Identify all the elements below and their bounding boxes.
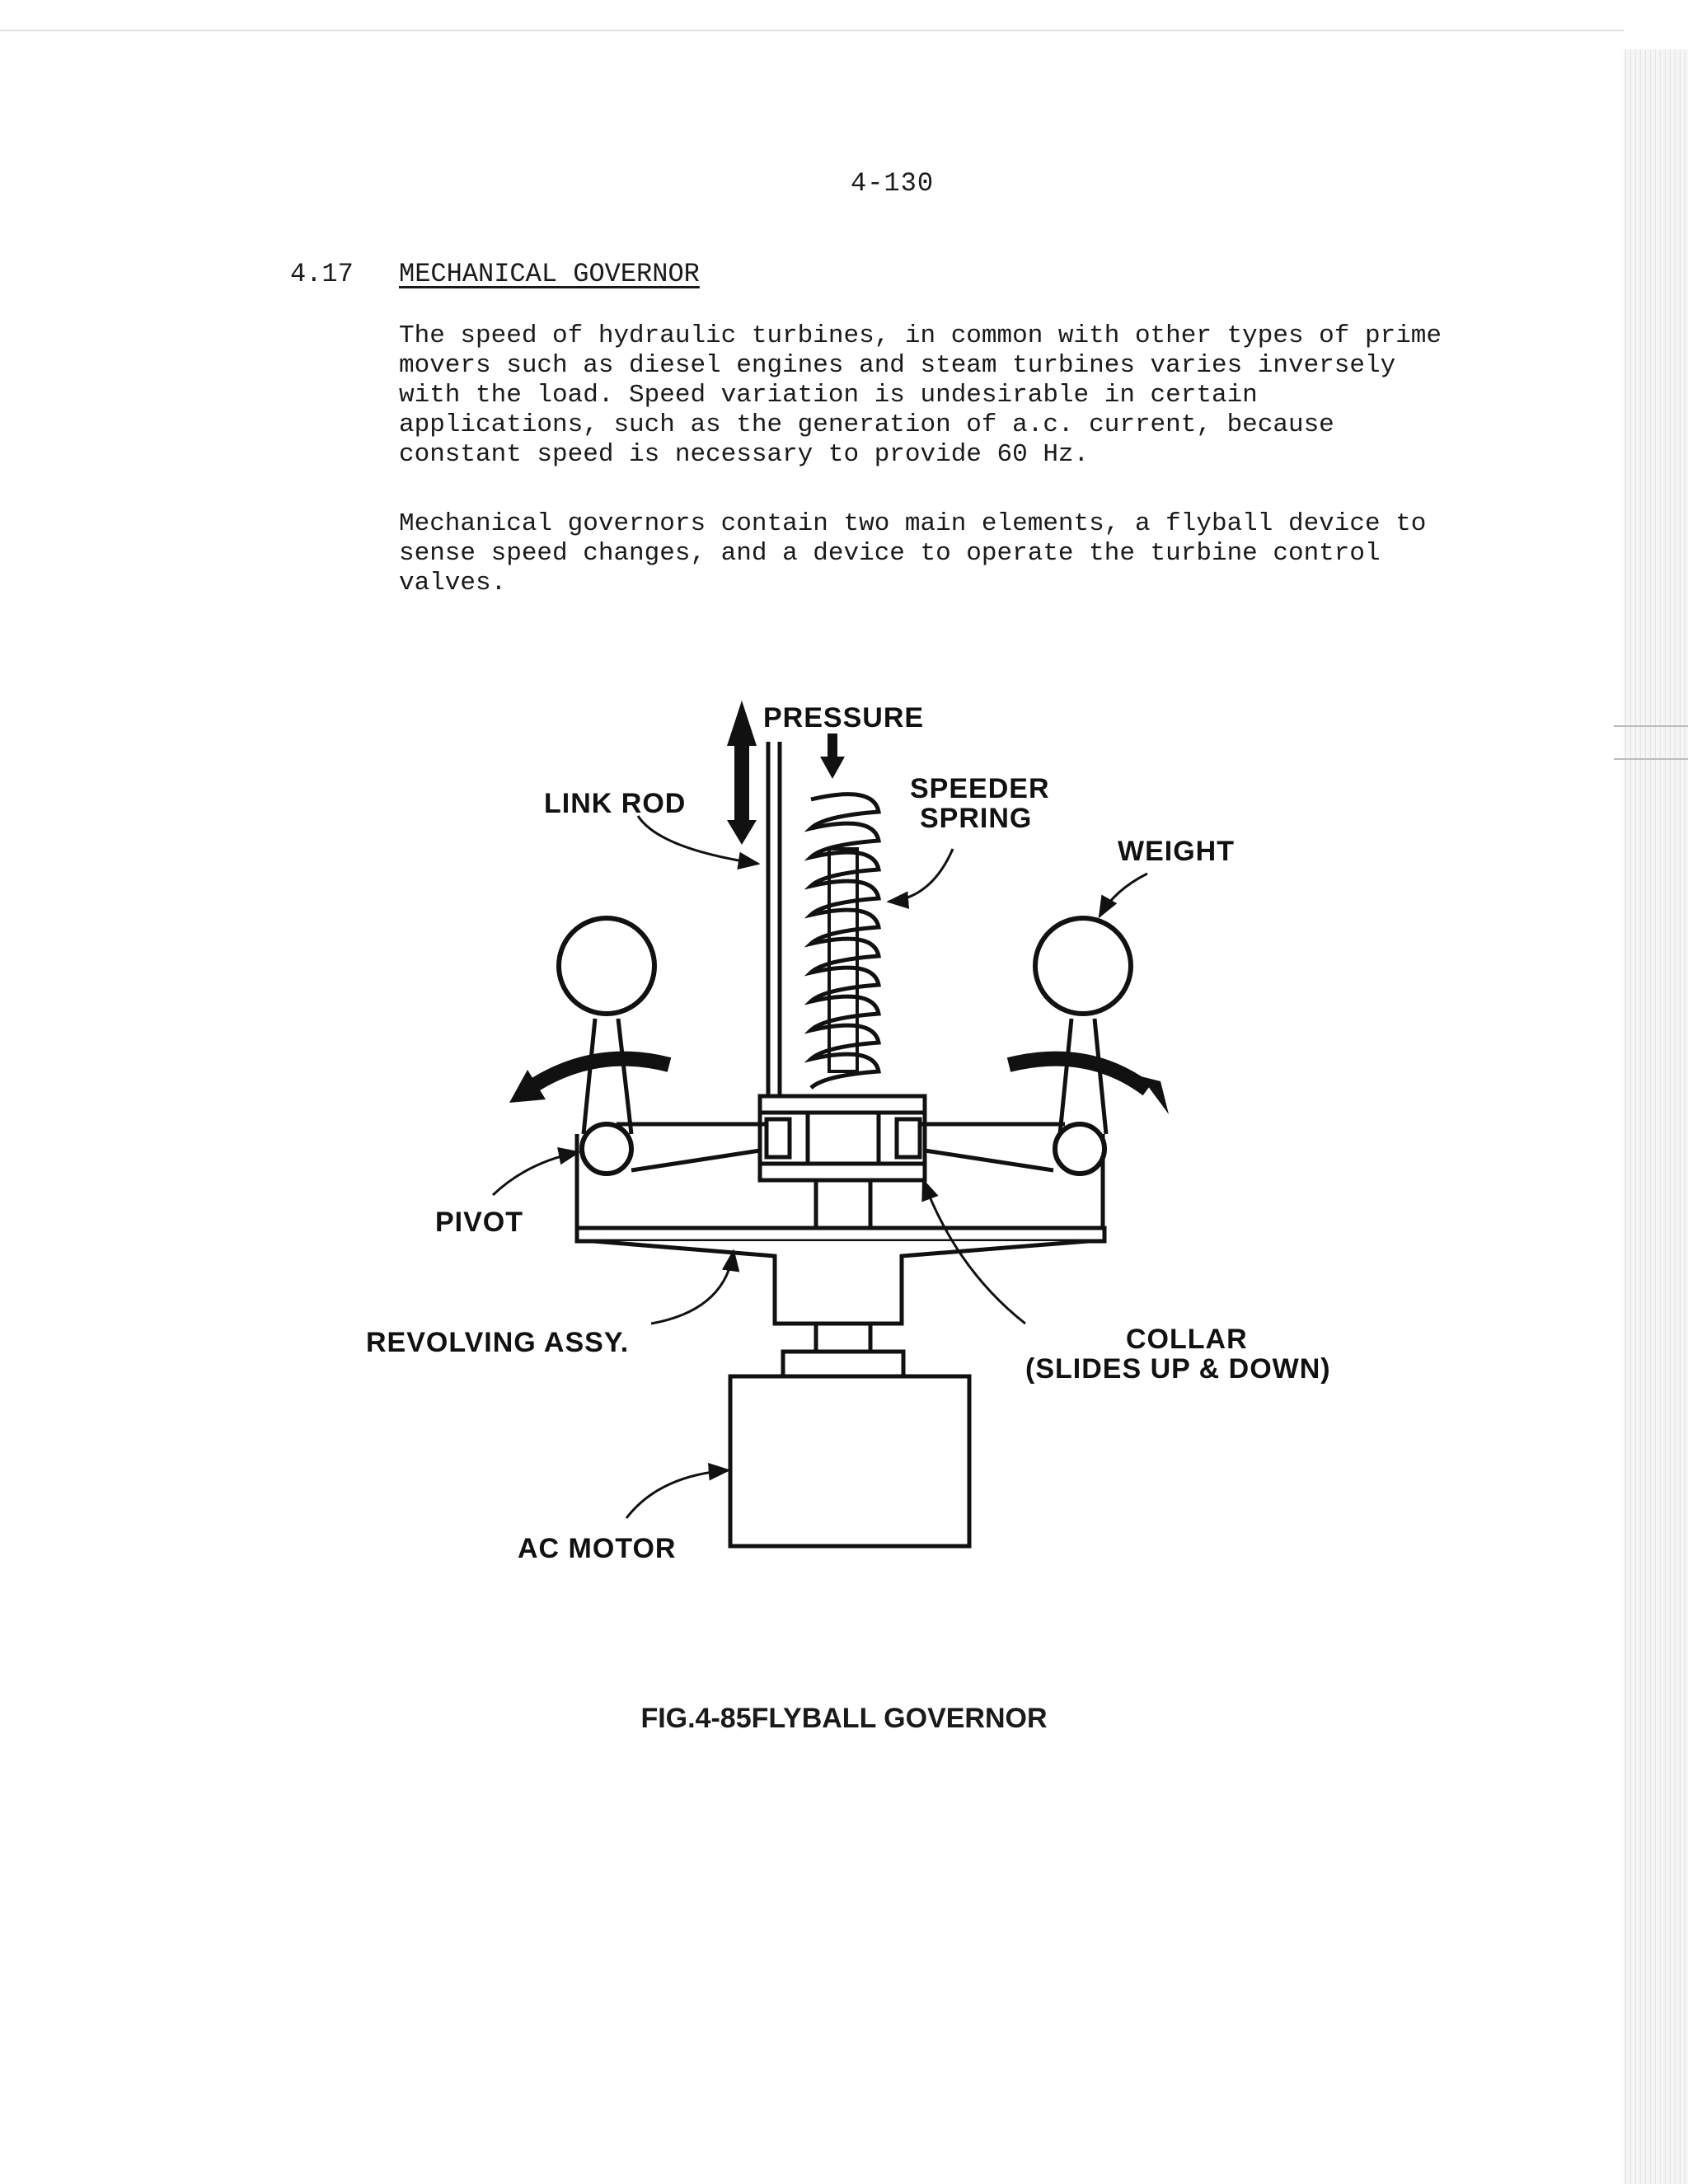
left-flyball-arm bbox=[574, 1018, 767, 1228]
collar bbox=[757, 1094, 927, 1183]
ac-motor bbox=[728, 1374, 972, 1549]
right-weight-motion-arrow bbox=[1006, 1051, 1152, 1096]
revolving-assembly bbox=[574, 1226, 1107, 1379]
label-pivot: PIVOT bbox=[435, 1207, 523, 1238]
label-revolving-assy: REVOLVING ASSY. bbox=[366, 1327, 629, 1358]
paragraph-governor-elements: Mechanical governors contain two main el… bbox=[399, 509, 1427, 598]
label-ac-motor: AC MOTOR bbox=[518, 1533, 676, 1564]
label-spring: SPRING bbox=[920, 803, 1032, 834]
label-pressure: PRESSURE bbox=[763, 702, 924, 733]
label-weight: WEIGHT bbox=[1118, 836, 1235, 867]
scan-edge-mark bbox=[1614, 725, 1688, 727]
label-collar-note: (SLIDES UP & DOWN) bbox=[1025, 1353, 1331, 1385]
leader-lines bbox=[491, 815, 1148, 1519]
section-title: MECHANICAL GOVERNOR bbox=[399, 259, 700, 289]
label-link-rod: LINK ROD bbox=[544, 788, 686, 819]
governor-shaft bbox=[814, 1180, 873, 1228]
left-weight-motion-arrowhead bbox=[509, 1070, 546, 1103]
left-pivot bbox=[579, 1122, 634, 1176]
scan-edge-mark bbox=[1614, 758, 1688, 760]
page-number: 4-130 bbox=[851, 168, 935, 199]
right-pivot bbox=[1053, 1122, 1107, 1176]
speeder-spring bbox=[804, 792, 881, 1090]
right-weight-motion-arrowhead bbox=[1141, 1076, 1169, 1114]
figure-caption: FIG.4-85FLYBALL GOVERNOR bbox=[640, 1703, 1048, 1734]
left-weight bbox=[556, 916, 657, 1016]
page-top-edge bbox=[0, 30, 1624, 31]
link-rod-motion-arrow bbox=[727, 701, 757, 845]
section-number: 4.17 bbox=[290, 259, 354, 289]
right-weight bbox=[1033, 916, 1133, 1016]
left-weight-motion-arrow bbox=[523, 1051, 672, 1096]
scan-right-edge bbox=[1624, 49, 1688, 2184]
label-speeder: SPEEDER bbox=[910, 773, 1050, 804]
link-rod bbox=[766, 742, 782, 1096]
pressure-arrow bbox=[820, 733, 845, 779]
paragraph-speed-variation: The speed of hydraulic turbines, in comm… bbox=[399, 321, 1442, 469]
label-collar: COLLAR bbox=[1126, 1324, 1248, 1355]
